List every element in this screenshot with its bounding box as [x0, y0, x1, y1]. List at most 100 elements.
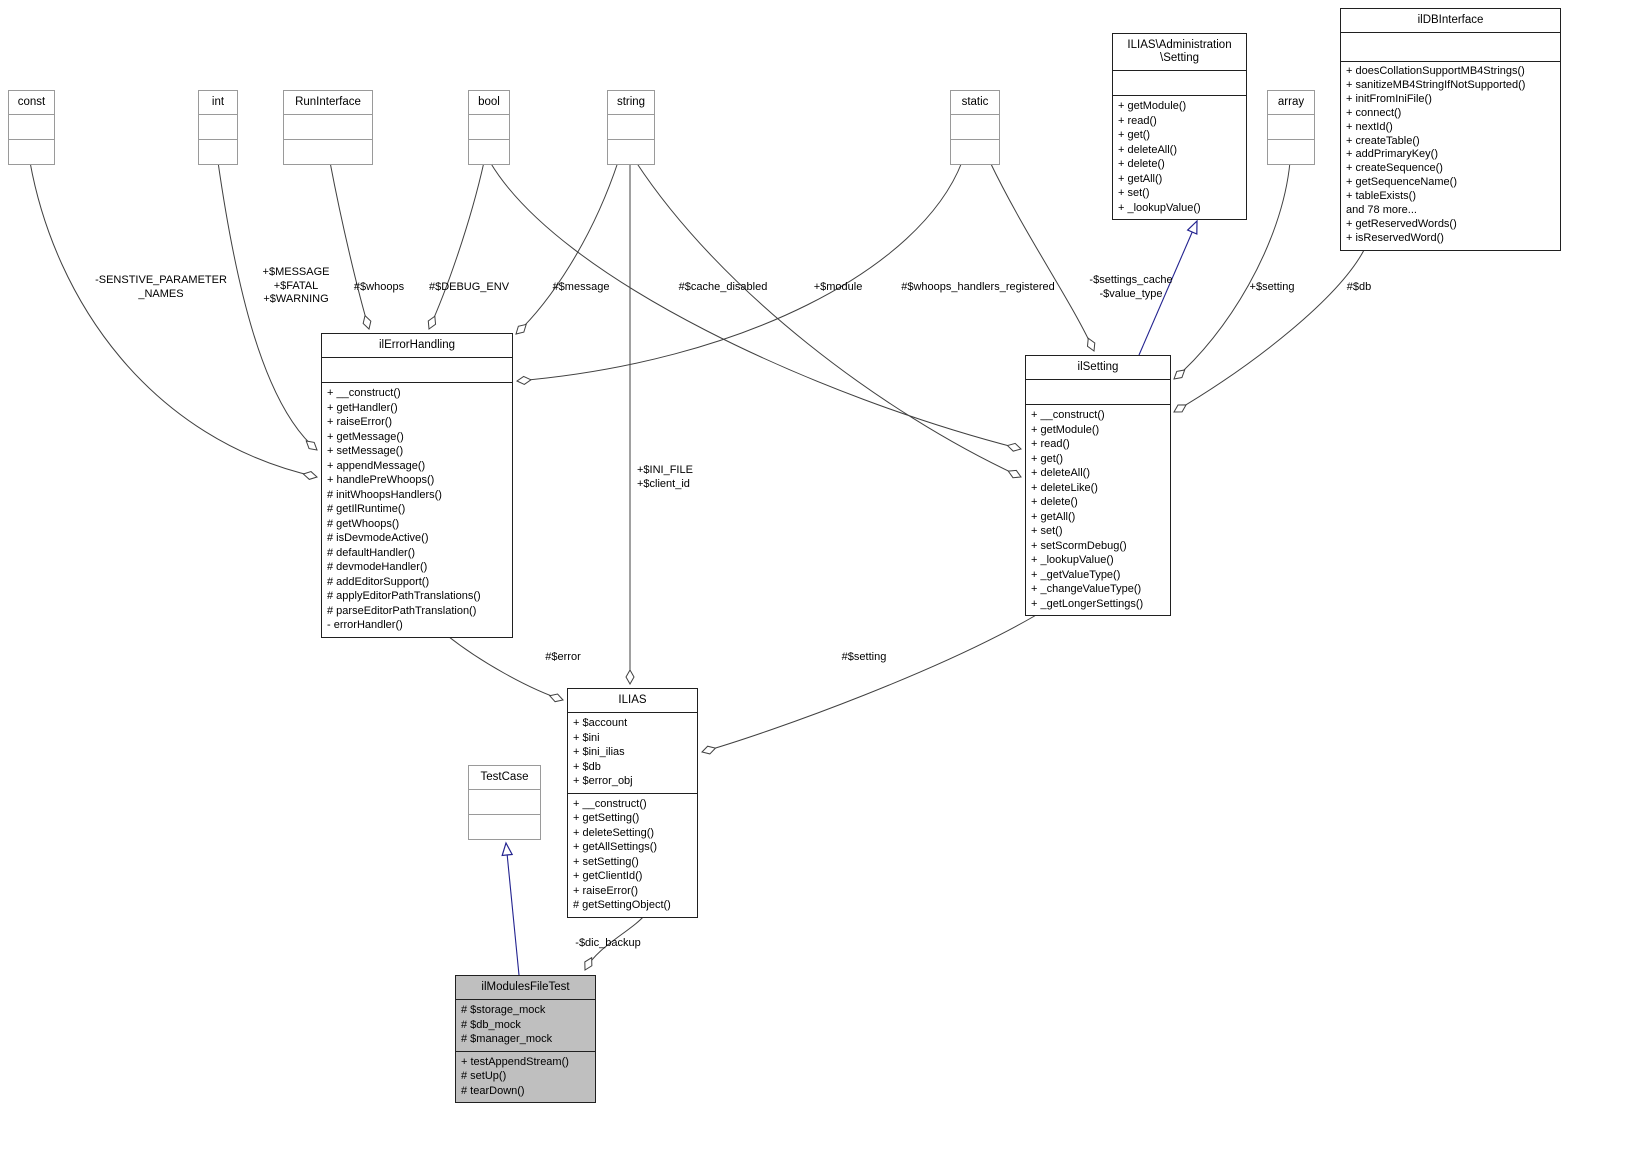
edge-label-cache-disabled: #$cache_disabled: [678, 281, 768, 293]
member-line: + setScormDebug(): [1031, 539, 1127, 552]
edge-label-message: #$message: [552, 281, 610, 293]
member-line: # addEditorSupport(): [327, 575, 430, 588]
edge-ilerrorhandling-to-ilias: [437, 627, 564, 703]
member-line: + _lookupValue(): [1118, 201, 1201, 214]
member-line: # defaultHandler(): [327, 546, 416, 559]
member-line: + get(): [1118, 129, 1151, 141]
member-line: + setMessage(): [327, 445, 404, 457]
member-line: # tearDown(): [461, 1084, 525, 1097]
member-line: + $account: [573, 717, 628, 729]
class-const: const: [8, 90, 55, 165]
member-line: + __construct(): [327, 387, 401, 399]
edge-string-to-ilerrorhandling: [515, 161, 619, 335]
member-line: + addPrimaryKey(): [1346, 148, 1439, 161]
member-line: + getMessage(): [327, 430, 404, 443]
attributes-compartment: [951, 114, 999, 139]
member-line: + setSetting(): [573, 855, 639, 868]
member-line: + getAll(): [1118, 172, 1163, 185]
methods-compartment: [284, 139, 372, 164]
member-line: + nextId(): [1346, 120, 1393, 133]
edge-label-whoops: #$whoops: [353, 281, 405, 293]
class-title: bool: [478, 96, 500, 108]
edge-bool-to-ilsetting: [489, 161, 1022, 452]
member-line: + __construct(): [1031, 409, 1105, 421]
class-title: ILIAS: [618, 694, 647, 706]
edge-static-to-ilerrorhandling: [515, 161, 963, 385]
inheritance-ilmodulesfiletest-to-testcase: [506, 843, 520, 976]
member-line: + getAll(): [1031, 510, 1076, 523]
edge-label-whoops-handlers-registered: #$whoops_handlers_registered: [901, 281, 1055, 293]
methods-compartment: + __construct()+ getSetting()+ deleteSet…: [568, 792, 697, 917]
member-line: # setUp(): [461, 1070, 507, 1082]
class-ilias-administration-setting[interactable]: ILIAS\Administration \Setting + getModul…: [1112, 33, 1247, 220]
methods-compartment: [469, 139, 509, 164]
member-line: + appendMessage(): [327, 459, 426, 472]
member-line: # $storage_mock: [461, 1004, 546, 1016]
member-line: + getClientId(): [573, 870, 643, 882]
methods-compartment: [9, 139, 54, 164]
member-line: + getModule(): [1118, 100, 1187, 112]
member-line: + isReservedWord(): [1346, 231, 1444, 244]
edge-label-debug-env: #$DEBUG_ENV: [428, 281, 510, 293]
member-line: + set(): [1118, 187, 1150, 199]
class-ilerrorhandling[interactable]: ilErrorHandling + __construct()+ getHand…: [321, 333, 513, 638]
member-line: + _getValueType(): [1031, 568, 1121, 581]
member-line: + getHandler(): [327, 401, 398, 414]
attributes-compartment: [9, 114, 54, 139]
member-line: + $error_obj: [573, 775, 633, 787]
member-line: # getIlRuntime(): [327, 503, 406, 515]
class-title: ilSetting: [1077, 361, 1119, 373]
member-line: + tableExists(): [1346, 190, 1416, 203]
attributes-compartment: [199, 114, 237, 139]
member-line: + raiseError(): [327, 416, 393, 428]
class-ilsetting[interactable]: ilSetting + __construct()+ getModule()+ …: [1025, 355, 1171, 616]
member-line: + read(): [1118, 114, 1157, 127]
class-string: string: [607, 90, 655, 165]
class-ilias[interactable]: ILIAS + $account+ $ini+ $ini_ilias+ $db+…: [567, 688, 698, 918]
member-line: # isDevmodeActive(): [327, 532, 429, 544]
member-line: + __construct(): [573, 797, 647, 810]
methods-compartment: [951, 139, 999, 164]
member-line: + getReservedWords(): [1346, 217, 1457, 230]
member-line: + connect(): [1346, 106, 1402, 119]
member-line: # getWhoops(): [327, 517, 400, 530]
class-bool: bool: [468, 90, 510, 165]
methods-compartment: + __construct() + getHandler() + raiseErro…: [322, 382, 512, 637]
class-ildbinterface[interactable]: ilDBInterface + doesCollationSupportMB4S…: [1340, 8, 1561, 251]
edge-ilsetting-to-ilias: [701, 607, 1049, 755]
class-title: string: [616, 96, 646, 108]
edge-label-db: #$db: [1346, 281, 1372, 293]
member-line: # initWhoopsHandlers(): [327, 488, 442, 501]
attributes-compartment: [284, 114, 372, 139]
class-title: ilModulesFileTest: [481, 981, 570, 993]
member-line: + getAllSettings(): [573, 841, 658, 853]
class-testcase: TestCase: [468, 765, 541, 840]
edge-label-settings-cache-value-type: -$settings_cache -$value_type: [1089, 274, 1173, 300]
attributes-compartment: [608, 114, 654, 139]
methods-compartment: [608, 139, 654, 164]
member-line: + createSequence(): [1346, 162, 1443, 175]
member-line: + doesCollationSupportMB4Strings(): [1346, 65, 1525, 77]
edge-label-ini-file-client-id: +$INI_FILE +$client_id: [637, 464, 693, 490]
member-line: + testAppendStream(): [461, 1055, 569, 1068]
member-line: # devmodeHandler(): [327, 561, 428, 573]
attributes-compartment: [469, 114, 509, 139]
member-line: # $db_mock: [461, 1018, 521, 1031]
member-line: # applyEditorPathTranslations(): [327, 590, 481, 602]
member-line: + createTable(): [1346, 134, 1420, 147]
attributes-compartment: [1268, 114, 1314, 139]
class-ilmodulesfiletest[interactable]: ilModulesFileTest # $storage_mock # $db_m…: [455, 975, 596, 1103]
member-line: + _changeValueType(): [1031, 583, 1142, 595]
member-line: + delete(): [1031, 496, 1078, 508]
attributes-compartment: [322, 357, 512, 382]
member-line: + _lookupValue(): [1031, 554, 1114, 566]
methods-compartment: + __construct()+ getModule()+ read()+ ge…: [1026, 404, 1170, 615]
member-line: # $manager_mock: [461, 1033, 553, 1045]
attributes-compartment: + $account+ $ini+ $ini_ilias+ $db+ $erro…: [568, 712, 697, 793]
class-title: RunInterface: [295, 96, 361, 108]
member-line: + deleteLike(): [1031, 481, 1098, 494]
methods-compartment: [199, 139, 237, 164]
attributes-compartment: # $storage_mock # $db_mock # $manager_mock: [456, 999, 595, 1051]
member-line: + deleteAll(): [1118, 143, 1178, 156]
